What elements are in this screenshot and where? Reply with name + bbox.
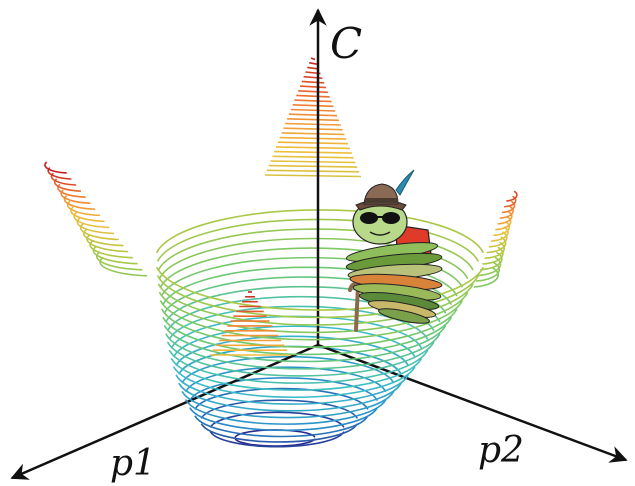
- right-rim-contour: [501, 200, 516, 214]
- bowl-contour-front: [165, 333, 441, 370]
- back-peak-contour: [285, 122, 341, 126]
- bowl-contour-back: [168, 305, 429, 340]
- back-peak-contour: [275, 146, 351, 150]
- bowl-contour-front: [170, 358, 422, 391]
- p2-axis-label: p2: [478, 430, 524, 471]
- right-rim-contour: [495, 216, 512, 231]
- bowl-contour-back: [156, 209, 484, 253]
- front-peak-contours: [210, 291, 290, 356]
- left-rim-contour: [99, 256, 148, 277]
- bowl-contour-front: [160, 300, 463, 341]
- back-peak-contour: [281, 132, 345, 136]
- bowl-contour-front: [168, 350, 429, 384]
- back-peak-contour: [266, 169, 360, 173]
- back-peak-contour: [283, 127, 343, 131]
- bowl-contour-back: [159, 237, 469, 279]
- left-rim-contour: [44, 161, 67, 174]
- bowl-contour-front: [178, 382, 402, 412]
- bowl-contour-front: [181, 391, 395, 419]
- right-rim-contour: [497, 211, 513, 225]
- back-peak-contour: [303, 75, 323, 79]
- right-rim-contour: [506, 190, 518, 202]
- bowl-contour-back: [161, 256, 458, 297]
- bowl-contour-front: [209, 431, 345, 448]
- bowl-contour-front: [163, 325, 447, 363]
- back-peak-contour: [277, 141, 349, 145]
- right-rim-contour: [484, 241, 506, 259]
- p1-axis: [10, 343, 319, 480]
- back-peak-contour: [287, 118, 339, 122]
- right-rim-contour: [503, 195, 517, 208]
- back-peak-contour: [274, 150, 352, 154]
- right-rim-contour: [499, 206, 514, 219]
- back-peak-contour: [301, 80, 325, 84]
- back-peak-contour: [296, 94, 330, 98]
- bowl-contour-front: [158, 283, 474, 326]
- bowl-contour-front: [162, 316, 452, 356]
- bowl-contour-front: [175, 374, 409, 405]
- bowl-contour-front: [200, 423, 358, 443]
- back-peak-contour: [299, 85, 327, 89]
- bowl-contour-front: [159, 292, 469, 334]
- bowl-contours-front: [156, 267, 484, 448]
- right-rim-contour: [493, 221, 511, 237]
- bowl-contour-front: [185, 399, 387, 425]
- back-peak-contour: [290, 108, 336, 112]
- bowl-contour-back: [189, 377, 378, 401]
- bowl-contour-front: [189, 407, 378, 432]
- bowl-contour-front: [167, 341, 435, 377]
- bowl-contour-front: [157, 275, 479, 319]
- back-peak-contour: [310, 57, 316, 61]
- bowl-contour-back: [175, 335, 409, 366]
- back-peak-contour: [264, 174, 362, 178]
- back-peak-contour: [272, 155, 354, 159]
- back-peak-contour: [279, 136, 347, 140]
- left-rim-contours: [44, 161, 148, 277]
- back-peak-contour: [270, 160, 356, 164]
- right-rim-contour: [486, 236, 507, 254]
- back-peak-contours: [264, 57, 362, 178]
- bowl-contour-back: [194, 387, 369, 410]
- p1-axis-label: p1: [110, 443, 156, 484]
- insect-with-sunglasses-and-hat-icon: [345, 169, 443, 332]
- right-rim-contours: [473, 190, 518, 288]
- bowl-contour-front: [194, 415, 369, 438]
- back-peak-contour: [288, 113, 338, 117]
- bowl-contour-back: [200, 399, 358, 419]
- bowl-contour-front: [173, 366, 416, 399]
- back-peak-contour: [309, 61, 317, 65]
- bowl-contour-back: [173, 325, 416, 357]
- back-peak-contour: [292, 104, 334, 108]
- right-rim-contour: [488, 231, 508, 248]
- right-rim-contour: [490, 226, 509, 242]
- c-axis-label: C: [330, 19, 362, 68]
- back-peak-contour: [268, 164, 358, 168]
- bowl-contour-front: [156, 267, 484, 311]
- bowl-contour-front: [161, 308, 458, 348]
- back-peak-contour: [298, 90, 328, 94]
- bowl-contour-back: [185, 366, 387, 392]
- bowl-contour-back: [158, 228, 474, 271]
- back-peak-contour: [294, 99, 332, 103]
